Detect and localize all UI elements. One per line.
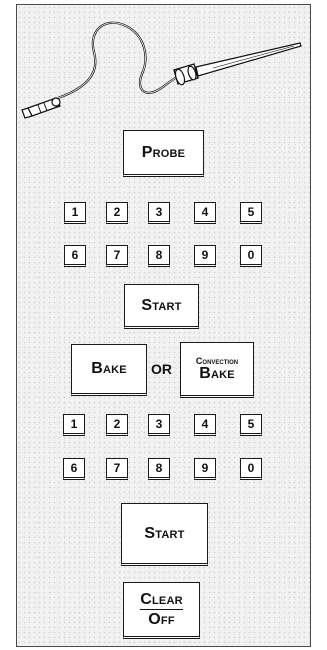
keypad-1-key-0[interactable]: 0 bbox=[240, 245, 262, 267]
clear-off-button[interactable]: Clear Off bbox=[123, 582, 200, 639]
bake-button[interactable]: Bake bbox=[71, 344, 147, 396]
keypad-1-key-7[interactable]: 7 bbox=[106, 245, 128, 267]
keypad-1-key-8[interactable]: 8 bbox=[148, 245, 170, 267]
convection-bake-button[interactable]: Convection Bake bbox=[180, 342, 254, 398]
keypad-1-key-9[interactable]: 9 bbox=[194, 245, 216, 267]
keypad-2-key-6[interactable]: 6 bbox=[63, 458, 85, 480]
keypad-2-key-3[interactable]: 3 bbox=[148, 414, 170, 436]
keypad-2-key-9[interactable]: 9 bbox=[194, 458, 216, 480]
start-button-1[interactable]: Start bbox=[124, 284, 199, 329]
clear-label: Clear bbox=[140, 592, 183, 610]
keypad-2-key-7[interactable]: 7 bbox=[106, 458, 128, 480]
keypad-2-key-4[interactable]: 4 bbox=[194, 414, 216, 436]
keypad-1-key-2[interactable]: 2 bbox=[106, 202, 128, 224]
keypad-2-key-5[interactable]: 5 bbox=[240, 414, 262, 436]
start-button-2[interactable]: Start bbox=[121, 503, 208, 566]
convection-bake-label: Bake bbox=[199, 366, 235, 382]
meat-probe-icon bbox=[8, 6, 318, 126]
keypad-2-key-0[interactable]: 0 bbox=[240, 458, 262, 480]
or-label: OR bbox=[151, 361, 172, 377]
keypad-2-key-8[interactable]: 8 bbox=[148, 458, 170, 480]
keypad-1-key-1[interactable]: 1 bbox=[64, 202, 86, 224]
keypad-1-key-4[interactable]: 4 bbox=[194, 202, 216, 224]
probe-button[interactable]: Probe bbox=[123, 130, 204, 177]
keypad-2-key-2[interactable]: 2 bbox=[106, 414, 128, 436]
keypad-1-key-3[interactable]: 3 bbox=[148, 202, 170, 224]
keypad-1-key-6[interactable]: 6 bbox=[64, 245, 86, 267]
off-label: Off bbox=[148, 612, 174, 628]
keypad-2-key-1[interactable]: 1 bbox=[63, 414, 85, 436]
keypad-1-key-5[interactable]: 5 bbox=[240, 202, 262, 224]
